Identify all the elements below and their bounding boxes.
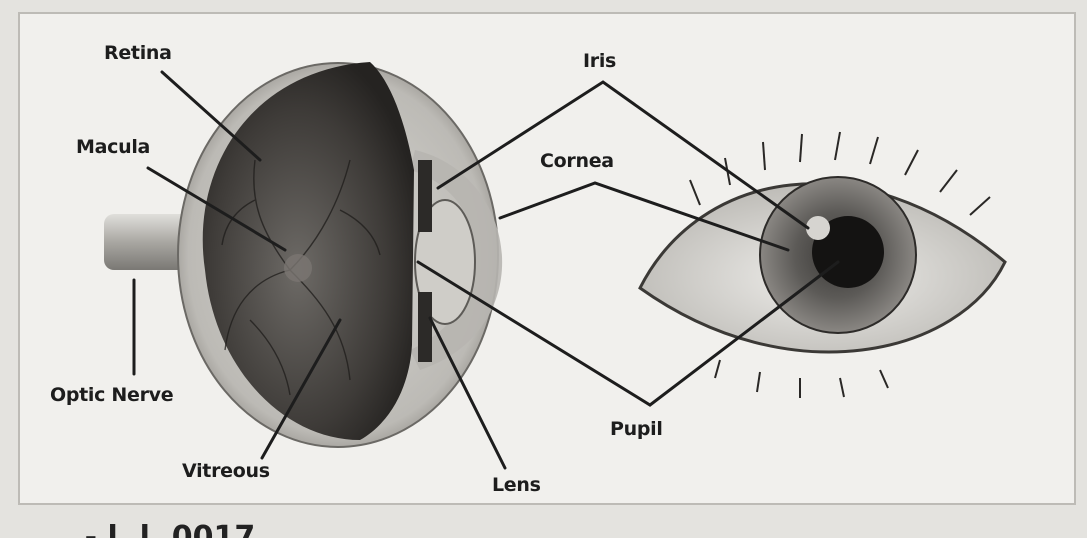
macula-spot	[284, 254, 312, 282]
label-iris: Iris	[583, 50, 616, 72]
label-pupil: Pupil	[610, 418, 663, 440]
label-cornea: Cornea	[540, 150, 614, 172]
label-vitreous: Vitreous	[182, 460, 270, 482]
label-optic-nerve: Optic Nerve	[50, 384, 173, 406]
caption-fragment: ... - l. l. 0017	[40, 520, 255, 538]
label-macula: Macula	[76, 136, 150, 158]
label-retina: Retina	[104, 42, 172, 64]
eye-highlight	[806, 216, 830, 240]
label-lens: Lens	[492, 474, 541, 496]
iris-lower-shape	[418, 292, 432, 362]
iris-upper-shape	[418, 160, 432, 232]
